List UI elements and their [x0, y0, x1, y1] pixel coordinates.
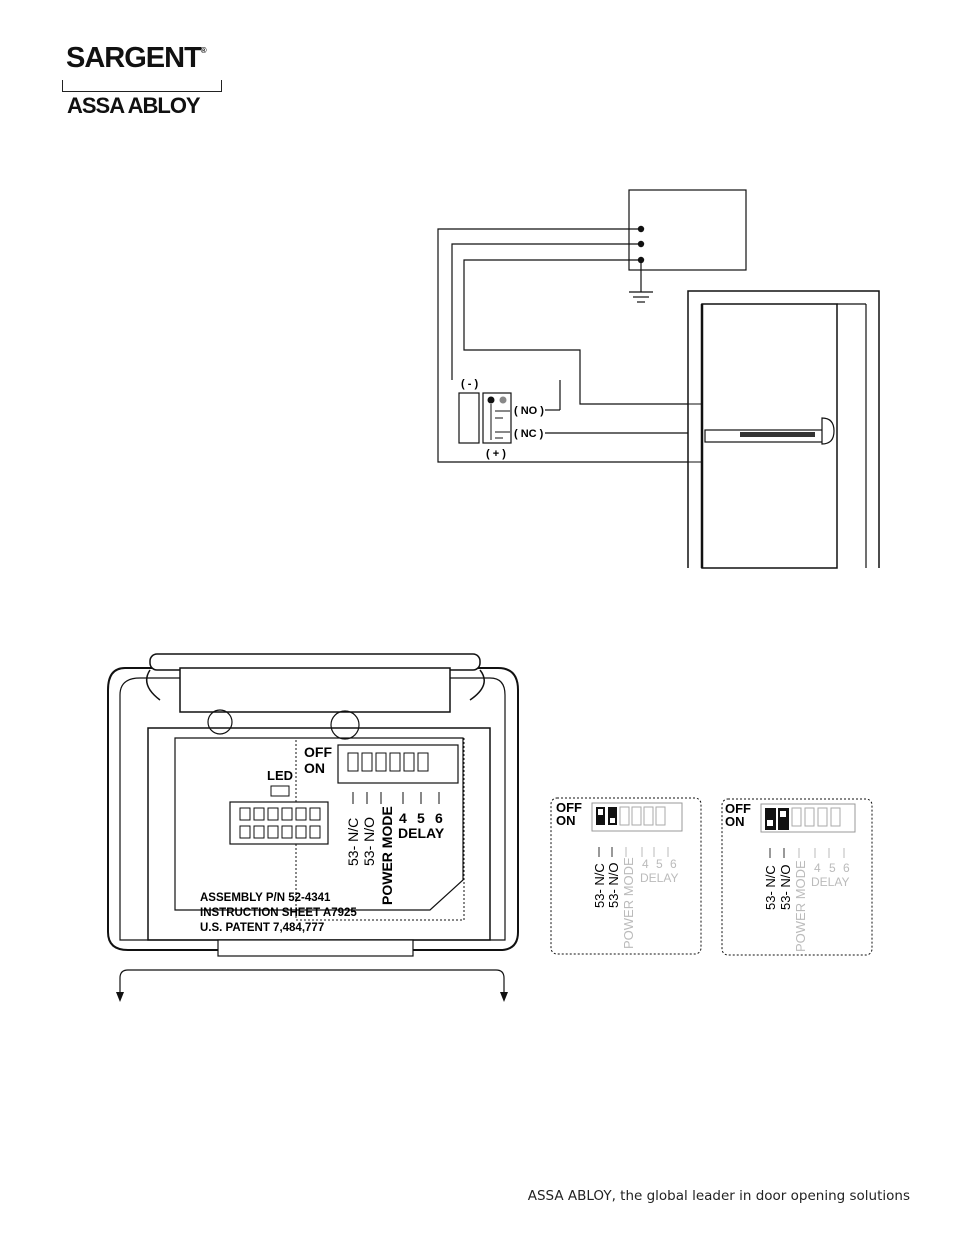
label-53no: 53- N/O	[606, 862, 621, 908]
nc-label: ( NC )	[514, 428, 544, 440]
delay-label: DELAY	[398, 825, 445, 841]
dip-detail-right: OFF ON 53- N/C 53- N/O POWER MODE 4 5 6 …	[721, 798, 873, 956]
door-frame	[687, 290, 880, 568]
label-4: 4	[642, 857, 649, 871]
module-illustration: OFF ON 53- N/C 53- N/O POWER MODE 4 5 6 …	[107, 653, 519, 1002]
on-label: ON	[304, 760, 325, 776]
arrow-down-icon	[116, 992, 124, 1002]
label-6: 6	[670, 857, 677, 871]
assa-abloy-logo: ASSA ABLOY	[67, 93, 201, 118]
instruction-text: INSTRUCTION SHEET A7925	[200, 907, 357, 919]
registered-mark: ®	[200, 46, 207, 55]
power-block	[458, 392, 480, 444]
label-5: 5	[417, 810, 425, 826]
led-label: LED	[267, 768, 293, 783]
label-power-mode: POWER MODE	[621, 857, 636, 949]
logo-divider	[62, 80, 222, 92]
label-power-mode: POWER MODE	[379, 806, 395, 905]
wiring-diagram: ( - ) ( + ) ( NO ) ( NC )	[437, 189, 880, 569]
on-label: ON	[725, 814, 745, 829]
assembly-text: ASSEMBLY P/N 52-4341	[200, 892, 331, 904]
label-5: 5	[656, 857, 663, 871]
no-label: ( NO )	[514, 405, 544, 417]
led-indicator	[270, 785, 290, 797]
delay-label: DELAY	[811, 875, 849, 889]
label-4: 4	[399, 810, 407, 826]
dip-detail-left: OFF ON 53- N/C 53- N/O POWER MODE 4 5 6 …	[550, 797, 702, 955]
controller-box	[628, 189, 747, 271]
label-53nc: 53- N/C	[763, 865, 778, 910]
sargent-logo: SARGENT®	[66, 42, 207, 75]
minus-label: ( - )	[461, 378, 478, 390]
delay-label: DELAY	[640, 871, 678, 885]
off-label: OFF	[556, 800, 582, 815]
footer-tagline: ASSA ABLOY, the global leader in door op…	[527, 1188, 910, 1204]
off-label: OFF	[725, 801, 751, 816]
brand-text: SARGENT	[66, 42, 202, 74]
label-53nc: 53- N/C	[592, 863, 607, 908]
on-label: ON	[556, 813, 576, 828]
arrow-down-icon	[500, 992, 508, 1002]
dip-switch-bank	[347, 752, 429, 772]
label-53no: 53- N/O	[778, 864, 793, 910]
label-6: 6	[843, 861, 850, 875]
plus-label: ( + )	[486, 448, 506, 460]
label-53no: 53- N/O	[361, 817, 377, 866]
label-4: 4	[814, 861, 821, 875]
label-power-mode: POWER MODE	[793, 860, 808, 952]
label-53nc: 53- N/C	[345, 818, 361, 866]
off-label: OFF	[304, 744, 332, 760]
label-5: 5	[829, 861, 836, 875]
patent-text: U.S. PATENT 7,484,777	[200, 922, 324, 934]
relay-block	[482, 392, 512, 444]
label-6: 6	[435, 810, 443, 826]
